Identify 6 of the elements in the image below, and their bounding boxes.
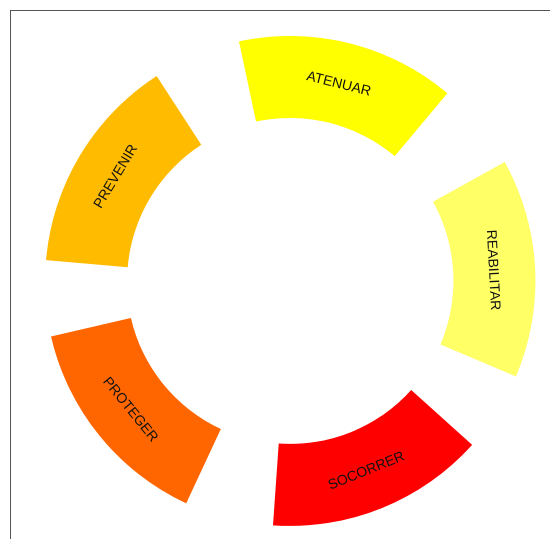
ring-segment bbox=[272, 390, 472, 526]
ring-segment bbox=[46, 76, 202, 267]
segment-label: REABILITAR bbox=[484, 230, 503, 311]
ring-segment bbox=[51, 318, 222, 504]
ring-segment bbox=[432, 162, 535, 377]
ring-segment bbox=[239, 36, 448, 156]
